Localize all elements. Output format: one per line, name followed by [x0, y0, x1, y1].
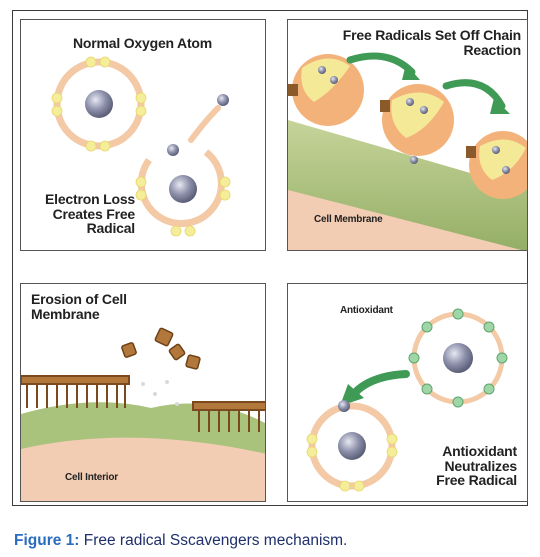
electron-loss-label: Electron Loss Creates Free Radical — [45, 191, 135, 237]
caption-label: Figure 1: — [14, 532, 80, 549]
damaged-cell-1 — [288, 54, 364, 126]
donation-arrow — [348, 370, 410, 400]
antioxidant-illustration — [306, 308, 508, 492]
membrane-fragments — [121, 327, 201, 370]
chain-arrow-2 — [442, 79, 506, 110]
oxygen-nucleus — [85, 90, 113, 118]
electron-pairs — [51, 56, 147, 152]
chain-arrowhead-1 — [402, 64, 420, 80]
antioxidant-electrons — [408, 308, 508, 408]
panel-normal-oxygen-atom: Normal Oxygen Atom Electron Loss Creates… — [20, 19, 266, 251]
chain-arrowhead-2 — [490, 98, 510, 114]
panel-title-chain-reaction: Free Radicals Set Off Chain Reaction — [342, 27, 521, 58]
free-radical-atom — [135, 144, 231, 237]
cell-interior-label: Cell Interior — [65, 472, 118, 483]
oxygen-orbit — [53, 58, 145, 150]
normal-oxygen-illustration — [51, 56, 231, 237]
lost-electron — [188, 94, 229, 143]
oxygen-atom — [51, 56, 147, 152]
cell-interior-area — [21, 437, 265, 501]
panel-title-erosion: Erosion of Cell Membrane — [31, 291, 127, 322]
antioxidant-neutralizes-label: Antioxidant Neutralizes Free Radical — [436, 443, 517, 489]
panel-antioxidant: Antioxidant Antioxidant Neutralizes Free… — [287, 283, 528, 502]
antioxidant-label: Antioxidant — [340, 305, 393, 316]
chain-arrow-1 — [346, 52, 416, 76]
chain-reaction-illustration — [288, 52, 527, 250]
erosion-illustration — [21, 327, 265, 501]
donated-electron — [338, 400, 350, 412]
panel-chain-reaction: Free Radicals Set Off Chain Reaction Cel… — [287, 19, 528, 251]
cell-membrane-label: Cell Membrane — [314, 214, 383, 225]
neutralized-radical — [306, 400, 398, 492]
panel-title-normal-oxygen: Normal Oxygen Atom — [73, 35, 213, 51]
damaged-cell-2 — [380, 84, 454, 164]
debris-dots — [141, 380, 179, 406]
panel-erosion: Erosion of Cell Membrane Cell Interior — [20, 283, 266, 502]
antioxidant-nucleus — [443, 343, 473, 373]
unpaired-electron — [167, 144, 179, 156]
damaged-cell-3 — [466, 131, 527, 199]
radical-nucleus — [169, 175, 197, 203]
figure-caption: Figure 1: Free radical Sscavengers mecha… — [14, 532, 347, 550]
phospholipid-bilayer-right — [192, 401, 265, 432]
antioxidant-molecule — [408, 308, 508, 408]
phospholipid-bilayer-left — [21, 375, 130, 408]
caption-text: Free radical Sscavengers mechanism. — [79, 532, 348, 549]
